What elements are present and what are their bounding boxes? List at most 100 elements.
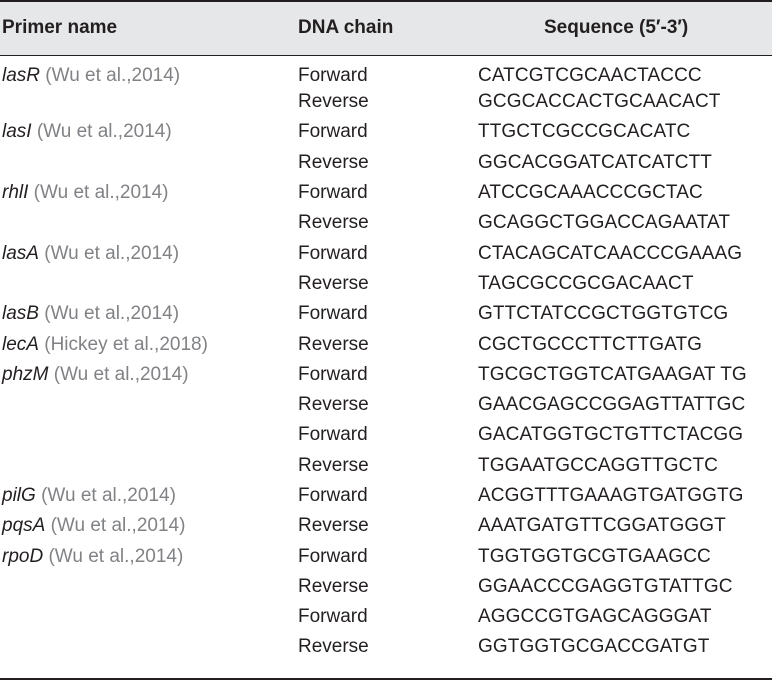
dna-chain-cell: Reverse [298, 212, 369, 234]
sequence-cell: GGTGGTGCGACCGATGT [478, 636, 710, 658]
header-dna-chain: DNA chain [298, 16, 394, 38]
primer-name-cell: rhlI (Wu et al.,2014) [0, 178, 296, 208]
sequence-cell: TGGTGGTGCGTGAAGCC [478, 545, 711, 567]
primer-name-cell: rpoD (Wu et al.,2014) [0, 541, 296, 571]
sequence-cell: ATCCGCAAACCCGCTAC [478, 182, 703, 204]
primer-table: Primer name DNA chain Sequence (5′-3′) l… [0, 0, 772, 663]
dna-chain-cell: Reverse [298, 151, 369, 173]
sequence-cell: CTACAGCATCAACCCGAAAG [478, 242, 743, 264]
primer-name-cell [0, 269, 296, 299]
primer-name-cell [0, 208, 296, 238]
table-row: phzM (Wu et al.,2014)Forward TGCGCTGGTCAT… [0, 360, 772, 390]
gene-name: lasA [2, 242, 39, 264]
sequence-cell: ACGGTTTGAAAGTGATGGTG [478, 485, 744, 506]
table-row: Forward AGGCCGTGAGCAGGGAT [0, 602, 772, 632]
dna-chain-cell: Forward [298, 65, 368, 86]
gene-name: pqsA [2, 515, 46, 537]
dna-chain-cell: Reverse [298, 394, 369, 416]
table-row: Reverse TAGCGCCGCGACAACT [0, 269, 772, 299]
table-row: Forward GACATGGTGCTGTTCTACGG [0, 420, 772, 450]
reference-citation: (Wu et al.,2014) [38, 242, 180, 264]
gene-name: rhlI [2, 182, 29, 204]
primer-name-cell: lasR (Wu et al.,2014) [0, 55, 296, 87]
dna-chain-cell: Forward [298, 242, 368, 264]
primer-name-cell: lasA (Wu et al.,2014) [0, 238, 296, 268]
reference-citation: (Wu et al.,2014) [28, 182, 169, 204]
table-top-rule [0, 0, 772, 2]
sequence-cell: GCAGGCTGGACCAGAATAT [478, 212, 731, 234]
primer-name-cell: lecA (Hickey et al.,2018) [0, 329, 296, 359]
primer-name-cell: pilG (Wu et al.,2014) [0, 481, 296, 511]
dna-chain-cell: Forward [298, 121, 368, 143]
sequence-cell: AAATGATGTTCGGATGGGT [478, 515, 726, 537]
reference-citation: (Hickey et al.,2018) [38, 333, 208, 355]
primer-name-cell [0, 148, 296, 178]
primer-name-cell [0, 420, 296, 450]
table-row: Reverse GGCACGGATCATCATCTT [0, 148, 772, 178]
reference-citation: (Wu et al.,2014) [38, 303, 180, 325]
gene-name: lasB [2, 303, 39, 325]
primer-name-cell [0, 602, 296, 632]
dna-chain-cell: Reverse [298, 272, 369, 294]
table-header-row: Primer name DNA chain Sequence (5′-3′) [0, 0, 772, 55]
reference-citation: (Wu et al.,2014) [45, 515, 186, 537]
gene-name: pilG [2, 485, 36, 506]
sequence-cell: GACATGGTGCTGTTCTACGG [478, 424, 744, 446]
gene-name: lecA [2, 333, 39, 355]
header-primer-name: Primer name [2, 16, 118, 38]
dna-chain-cell: Forward [298, 303, 368, 325]
sequence-cell: GGCACGGATCATCATCTT [478, 151, 713, 173]
reference-citation: (Wu et al.,2014) [40, 65, 181, 86]
primer-name-cell: lasI (Wu et al.,2014) [0, 117, 296, 147]
sequence-cell: TTGCTCGCCGCACATC [478, 121, 691, 143]
sequence-cell: GGAACCCGAGGTGTATTGC [478, 575, 733, 597]
primer-name-cell [0, 572, 296, 602]
primer-name-cell: lasB (Wu et al.,2014) [0, 299, 296, 329]
gene-name: lasI [2, 121, 32, 143]
sequence-cell: CGCTGCCCTTCTTGATG [478, 333, 703, 355]
sequence-cell: AGGCCGTGAGCAGGGAT [478, 606, 712, 628]
gene-name: rpoD [2, 545, 44, 567]
dna-chain-cell: Reverse [298, 515, 369, 537]
primer-name-cell [0, 632, 296, 662]
dna-chain-cell: Forward [298, 545, 368, 567]
header-sequence: Sequence (5′-3′) [544, 16, 689, 38]
dna-chain-cell: Forward [298, 182, 368, 204]
dna-chain-cell: Forward [298, 363, 368, 385]
dna-chain-cell: Reverse [298, 454, 369, 476]
reference-citation: (Wu et al.,2014) [43, 545, 184, 567]
table-row: Reverse GCAGGCTGGACCAGAATAT [0, 208, 772, 238]
reference-citation: (Wu et al.,2014) [31, 121, 172, 143]
sequence-cell: TGCGCTGGTCATGAAGAT TG [478, 363, 747, 385]
dna-chain-cell: Reverse [298, 91, 369, 113]
dna-chain-cell: Reverse [298, 333, 369, 355]
primer-name-cell: pqsA (Wu et al.,2014) [0, 511, 296, 541]
primer-name-cell [0, 87, 296, 117]
dna-chain-cell: Forward [298, 485, 368, 506]
dna-chain-cell: Forward [298, 606, 368, 628]
gene-name: lasR [2, 65, 41, 86]
header-rule [0, 55, 772, 56]
primer-name-cell [0, 390, 296, 420]
reference-citation: (Wu et al.,2014) [35, 485, 176, 506]
dna-chain-cell: Forward [298, 424, 368, 446]
sequence-cell: TAGCGCCGCGACAACT [478, 272, 694, 294]
primer-name-cell: phzM (Wu et al.,2014) [0, 360, 296, 390]
reference-citation: (Wu et al.,2014) [48, 363, 189, 385]
